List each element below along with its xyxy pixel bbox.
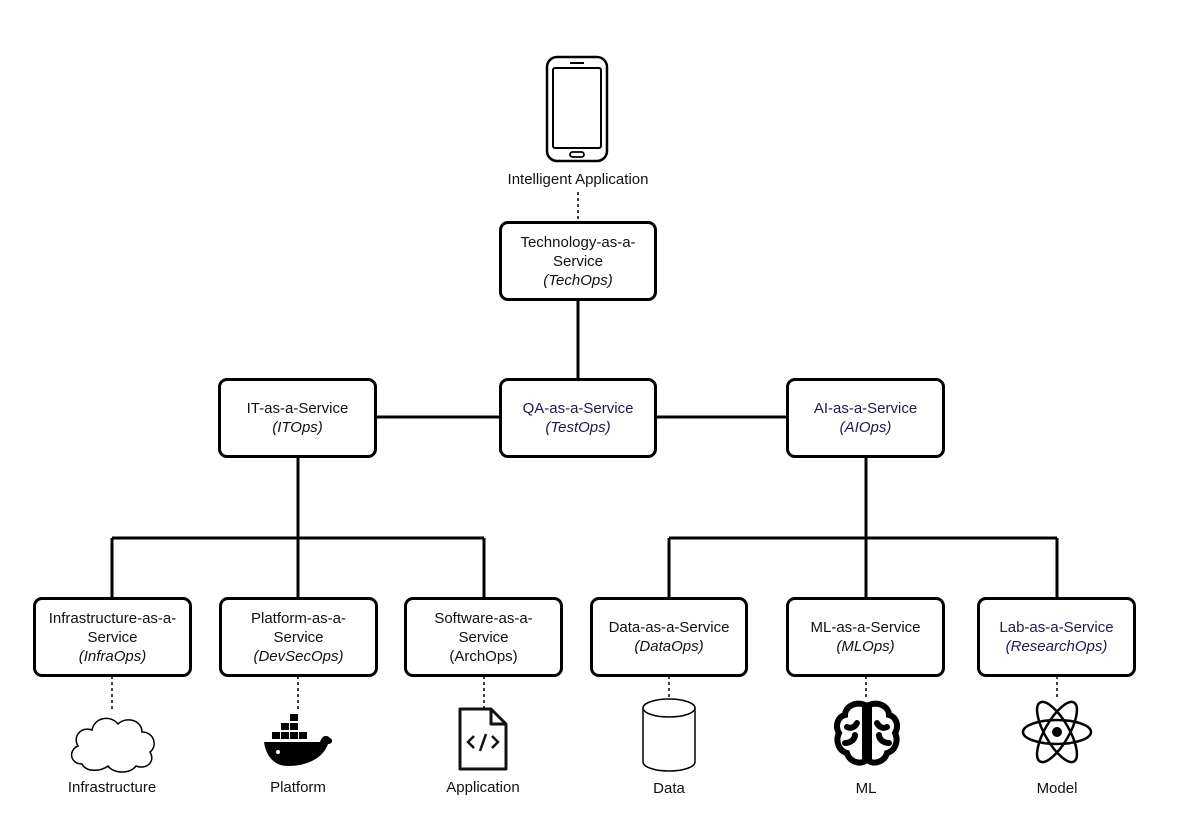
node-infraops: Infrastructure-as-a- Service (InfraOps)	[33, 597, 192, 677]
brain-icon	[834, 700, 900, 766]
node-title: Service	[87, 628, 138, 646]
node-title: Technology-as-a-	[520, 233, 636, 251]
node-subtitle: (TechOps)	[543, 271, 613, 289]
node-subtitle: (DevSecOps)	[253, 647, 344, 665]
node-title: Service	[458, 628, 509, 646]
node-subtitle: (TestOps)	[545, 419, 611, 436]
leaf-label-application: Application	[446, 779, 520, 796]
node-subtitle: (AIOps)	[839, 419, 892, 436]
intelligent-application-label: Intelligent Application	[507, 171, 649, 188]
node-dataops: Data-as-a-Service (DataOps)	[590, 597, 748, 677]
node-title: Service	[273, 628, 324, 646]
node-title: Lab-as-a-Service	[999, 619, 1114, 636]
node-subtitle: (ITOps)	[272, 419, 323, 436]
node-subtitle: (DataOps)	[634, 638, 704, 655]
leaf-label-platform: Platform	[270, 779, 326, 796]
node-techops: Technology-as-a- Service (TechOps)	[499, 221, 657, 301]
node-researchops: Lab-as-a-Service (ResearchOps)	[977, 597, 1136, 677]
leaf-label-ml: ML	[855, 780, 877, 797]
node-mlops: ML-as-a-Service (MLOps)	[786, 597, 945, 677]
node-title: ML-as-a-Service	[810, 619, 921, 636]
docker-whale-icon	[264, 714, 333, 766]
node-title: Service	[552, 252, 604, 270]
node-testops: QA-as-a-Service (TestOps)	[499, 378, 657, 458]
node-archops: Software-as-a- Service (ArchOps)	[404, 597, 563, 677]
node-subtitle: (ResearchOps)	[1005, 638, 1108, 655]
node-aiops: AI-as-a-Service (AIOps)	[786, 378, 945, 458]
cloud-icon	[70, 717, 155, 773]
code-file-icon	[458, 707, 508, 771]
node-title: Infrastructure-as-a-	[48, 609, 177, 627]
node-title: QA-as-a-Service	[522, 400, 634, 417]
node-title: AI-as-a-Service	[813, 400, 918, 417]
node-title: Software-as-a-	[434, 609, 533, 627]
atom-icon	[1021, 700, 1093, 764]
smartphone-icon	[545, 55, 609, 163]
node-itops: IT-as-a-Service (ITOps)	[218, 378, 377, 458]
node-title: Data-as-a-Service	[608, 619, 730, 636]
node-subtitle: (ArchOps)	[449, 647, 518, 665]
leaf-label-data: Data	[653, 780, 685, 797]
leaf-label-model: Model	[1036, 780, 1078, 797]
node-title: IT-as-a-Service	[246, 400, 349, 417]
node-devsecops: Platform-as-a- Service (DevSecOps)	[219, 597, 378, 677]
database-cylinder-icon	[642, 698, 696, 772]
node-subtitle: (MLOps)	[836, 638, 895, 655]
leaf-label-infrastructure: Infrastructure	[67, 779, 157, 796]
node-title: Platform-as-a-	[250, 609, 347, 627]
node-subtitle: (InfraOps)	[78, 647, 147, 665]
